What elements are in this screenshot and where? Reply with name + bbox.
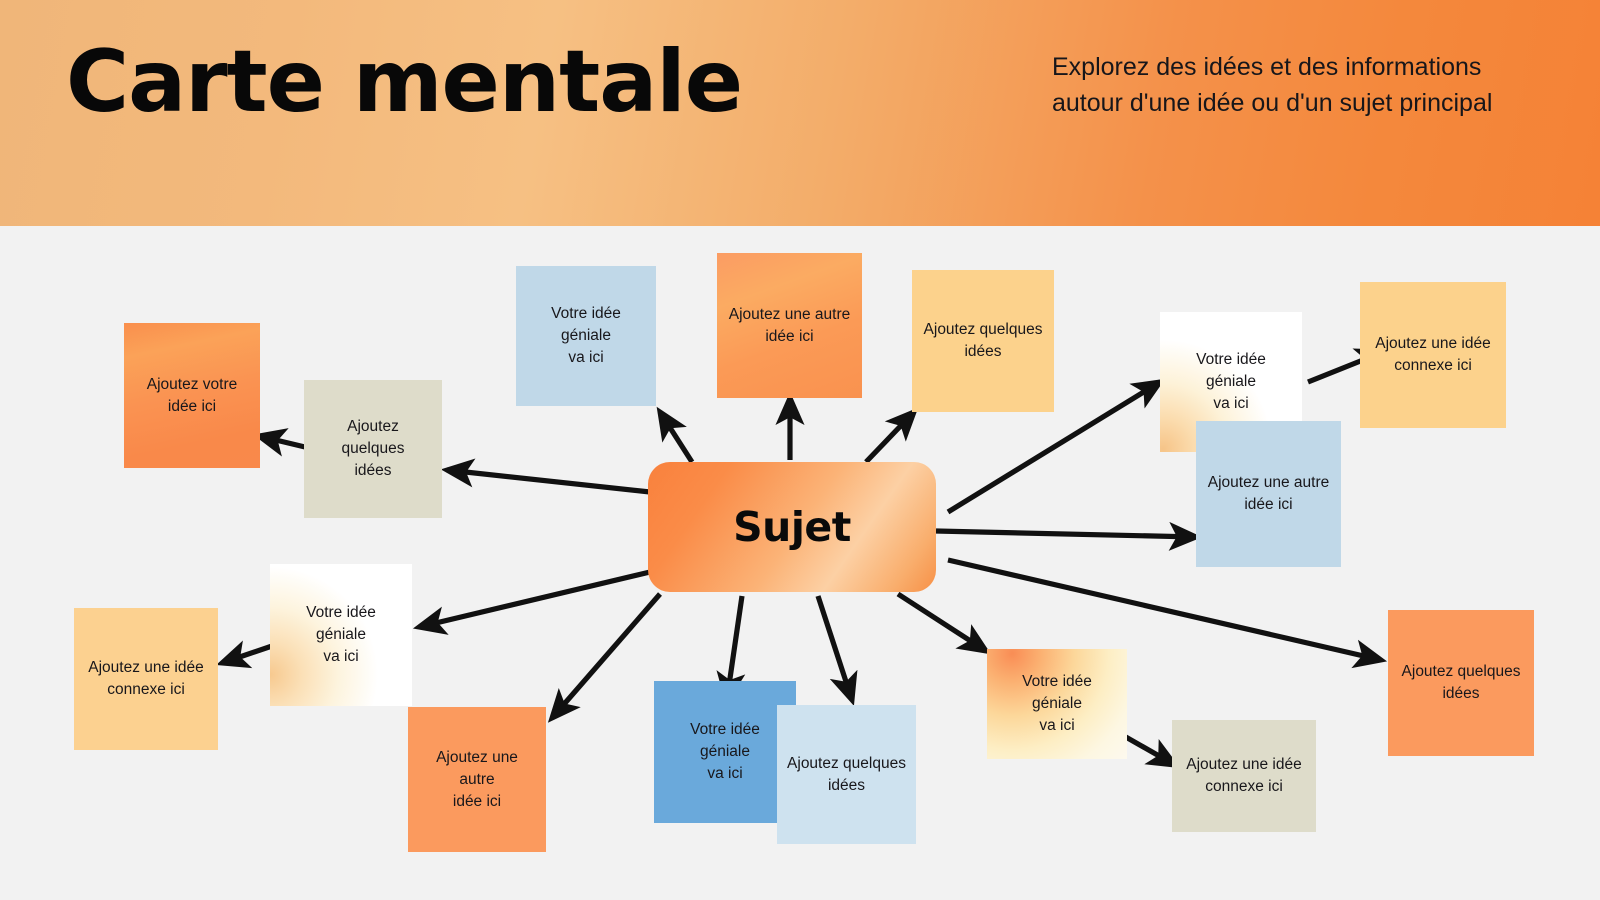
node-label: Ajoutez quelques idées: [341, 418, 405, 479]
node-label: Ajoutez une autre idée ici: [436, 748, 518, 810]
node-add-related-idea-left[interactable]: Ajoutez une idée connexe ici: [74, 608, 218, 750]
node-add-some-ideas-right[interactable]: Ajoutez quelques idées: [1388, 610, 1534, 756]
node-label: Ajoutez une idée connexe ici: [1375, 335, 1491, 374]
node-add-another-idea-right[interactable]: Ajoutez une autre idée ici: [1196, 421, 1341, 567]
node-label: Votre idée géniale va ici: [551, 305, 621, 366]
connector-center-to-bottom-cream: [896, 591, 992, 655]
node-your-great-idea-bottom[interactable]: Votre idée géniale va ici: [654, 681, 796, 823]
node-label: Ajoutez une autre idée ici: [728, 305, 851, 345]
node-add-related-idea-right[interactable]: Ajoutez une idée connexe ici: [1360, 282, 1506, 428]
node-label: Ajoutez quelques idées: [1401, 663, 1521, 702]
connector-center-to-top-blue: [656, 406, 695, 464]
connector-center-to-top-yellow: [864, 407, 919, 464]
node-label: Votre idée géniale va ici: [1022, 673, 1092, 734]
node-add-another-idea-top[interactable]: Ajoutez une autre idée ici: [717, 253, 862, 398]
header-subtitle: Explorez des idées et des informations a…: [1052, 53, 1493, 117]
connector-center-to-bottom-orange: [547, 592, 662, 723]
node-label: Ajoutez quelques idées: [787, 754, 906, 794]
connector-center-to-left-white: [412, 569, 651, 635]
connector-center-to-right-blue: [935, 521, 1203, 551]
node-label: Ajoutez une idée connexe ici: [88, 659, 204, 698]
node-label: Votre idée géniale va ici: [306, 604, 376, 665]
node-label: Ajoutez une idée connexe ici: [1186, 756, 1302, 795]
connector-khaki-to-top-left-orange: [252, 428, 306, 457]
node-add-some-ideas-bottom[interactable]: Ajoutez quelques idées: [777, 705, 916, 844]
node-add-some-ideas-top[interactable]: Ajoutez quelques idées: [912, 270, 1054, 412]
connector-center-to-bottom-pale-blue: [815, 595, 858, 706]
connector-left-white-to-left-yellow: [216, 640, 276, 669]
connector-center-to-khaki: [440, 458, 651, 495]
node-your-great-idea-top[interactable]: Votre idée géniale va ici: [516, 266, 656, 406]
node-add-related-idea-bottom[interactable]: Ajoutez une idée connexe ici: [1172, 720, 1316, 832]
node-add-another-idea-bottom[interactable]: Ajoutez une autre idée ici: [408, 707, 546, 852]
node-add-some-ideas-top-left[interactable]: Ajoutez quelques idées: [304, 380, 442, 518]
node-label: Ajoutez une autre idée ici: [1207, 474, 1330, 513]
node-your-great-idea-left[interactable]: Votre idée géniale va ici: [270, 564, 412, 706]
header-banner: Carte mentale Explorez des idées et des …: [0, 0, 1600, 226]
node-label: Votre idée géniale va ici: [1196, 351, 1266, 412]
node-your-great-idea-bottom-right[interactable]: Votre idée géniale va ici: [987, 649, 1127, 759]
node-label: Ajoutez quelques idées: [923, 321, 1043, 360]
node-central-subject[interactable]: Sujet: [648, 462, 936, 592]
node-add-your-idea-here[interactable]: Ajoutez votre idée ici: [124, 323, 260, 468]
node-label: Ajoutez votre idée ici: [146, 375, 238, 415]
connector-center-to-right-orange: [947, 557, 1388, 669]
page-title: Carte mentale: [66, 32, 743, 132]
node-label: Votre idée géniale va ici: [690, 721, 760, 782]
center-label: Sujet: [733, 502, 851, 551]
